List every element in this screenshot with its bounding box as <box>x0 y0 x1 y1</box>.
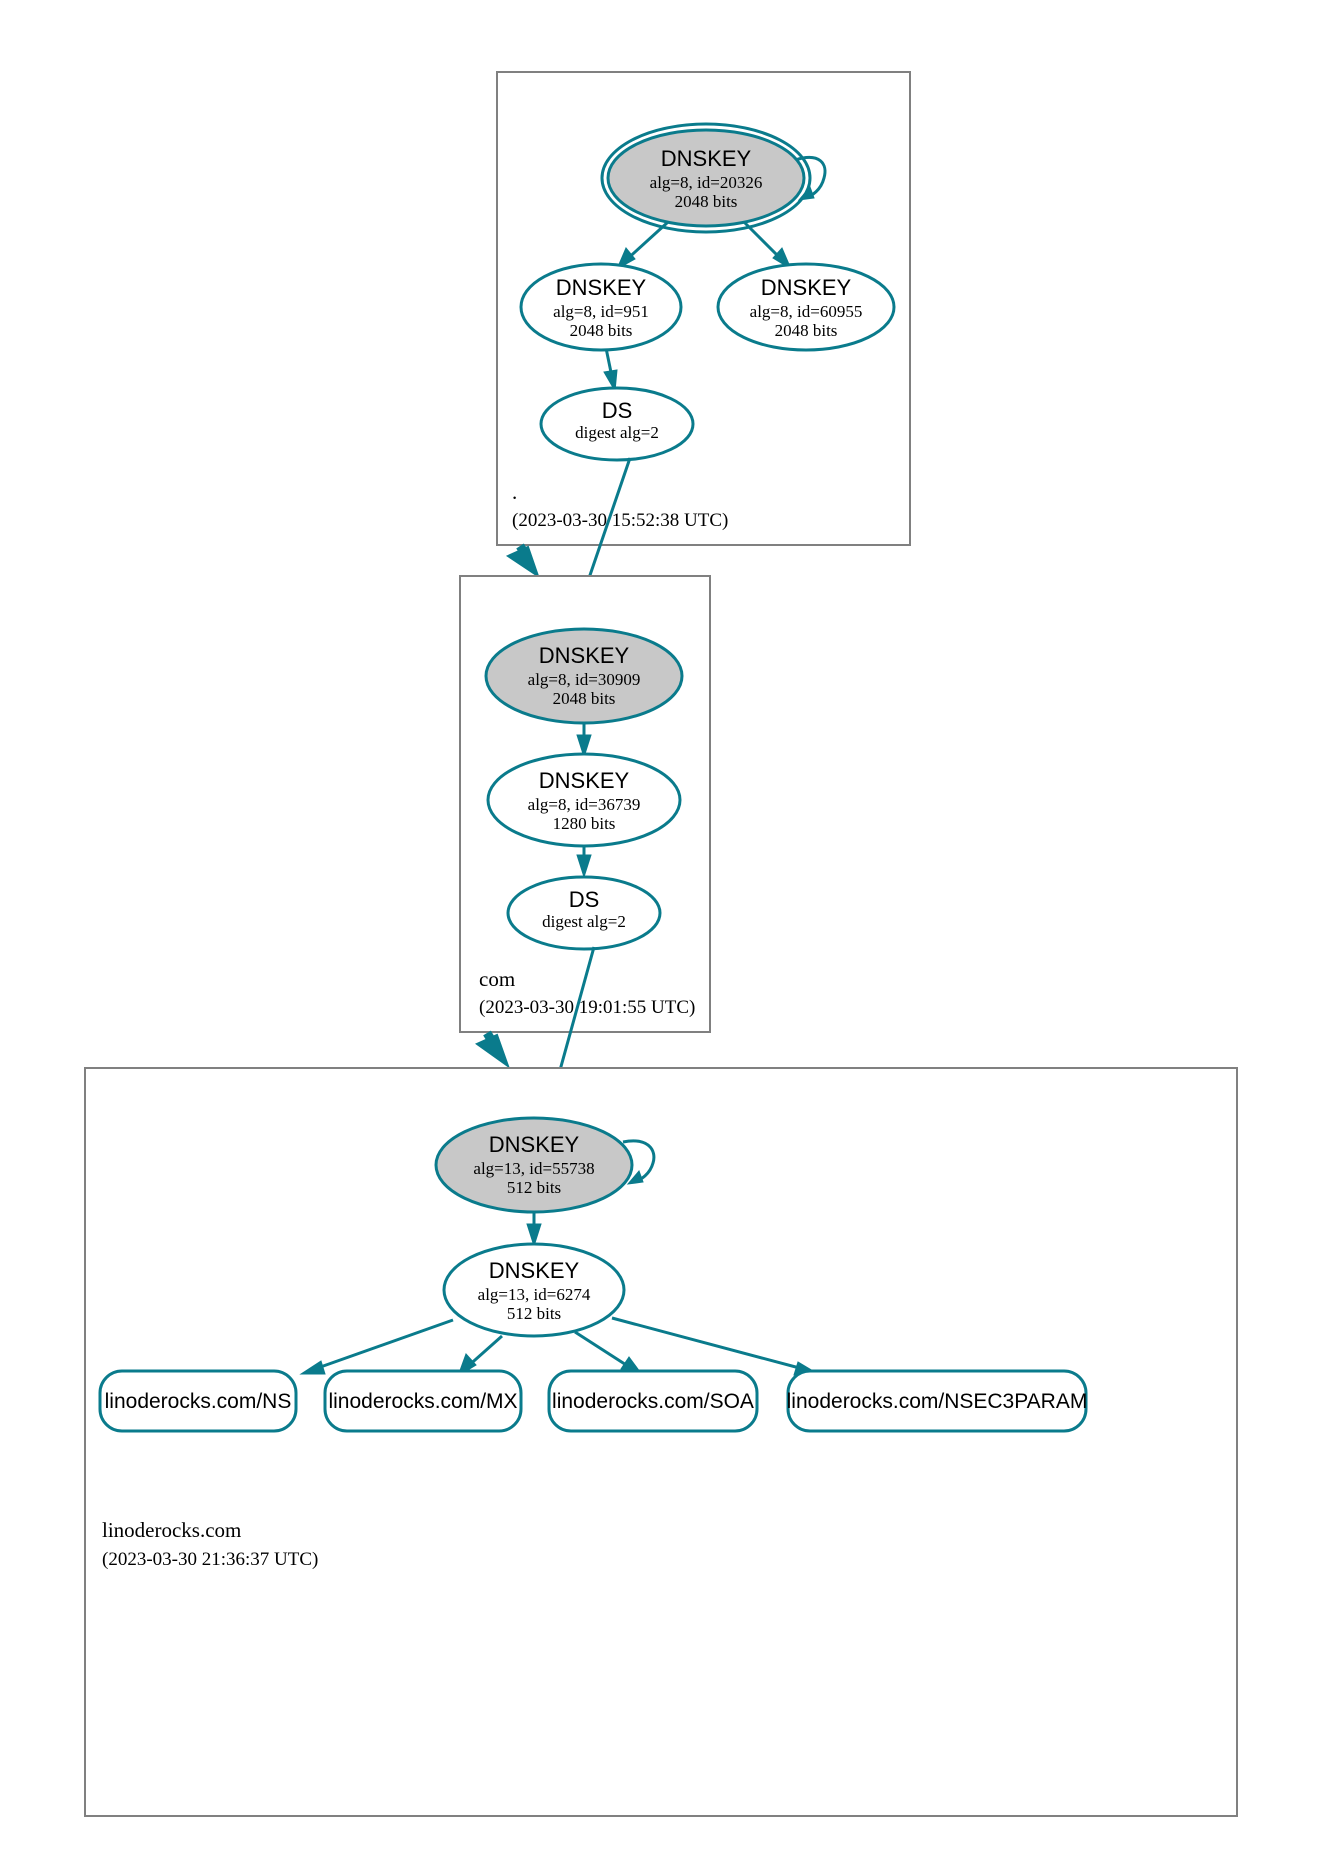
rrset-label: linoderocks.com/MX <box>328 1390 517 1413</box>
rrset-node-mx[interactable]: linoderocks.com/MX <box>323 1369 523 1433</box>
node-title: DNSKEY <box>661 146 752 171</box>
node-subtitle-1: alg=8, id=20326 <box>650 173 763 192</box>
rrset-node-nsec3param[interactable]: linoderocks.com/NSEC3PARAM <box>786 1369 1088 1433</box>
node-dnskey-root-zsk-60955[interactable]: DNSKEY alg=8, id=60955 2048 bits <box>716 262 896 352</box>
node-title: DNSKEY <box>556 275 647 300</box>
edge-com-ksk-to-zsk <box>576 723 592 759</box>
edge-com-zsk-to-ds <box>576 846 592 879</box>
node-subtitle-2: 512 bits <box>507 1304 561 1323</box>
zone-timestamp-linoderocks: (2023-03-30 21:36:37 UTC) <box>102 1549 318 1570</box>
edge-zone-delegation-com-to-linoderocks <box>474 1030 510 1069</box>
rrset-node-soa[interactable]: linoderocks.com/SOA <box>547 1369 759 1433</box>
node-dnskey-root-ksk-20326[interactable]: DNSKEY alg=8, id=20326 2048 bits <box>600 122 812 234</box>
zone-label-com: com <box>479 967 515 991</box>
zone-label-root: . <box>512 480 517 504</box>
zone-timestamp-com: (2023-03-30 19:01:55 UTC) <box>479 997 695 1018</box>
node-title: DNSKEY <box>489 1132 580 1157</box>
node-dnskey-linoderocks-zsk-6274[interactable]: DNSKEY alg=13, id=6274 512 bits <box>442 1242 626 1338</box>
node-subtitle-1: digest alg=2 <box>575 423 659 442</box>
rrset-label: linoderocks.com/NSEC3PARAM <box>787 1390 1088 1413</box>
node-title: DS <box>569 887 600 912</box>
rrset-node-ns[interactable]: linoderocks.com/NS <box>98 1369 298 1433</box>
edge-root-zsk951-to-ds <box>603 347 618 393</box>
zone-timestamp-root: (2023-03-30 15:52:38 UTC) <box>512 510 728 531</box>
node-subtitle-1: digest alg=2 <box>542 912 626 931</box>
node-ds-com[interactable]: DS digest alg=2 <box>506 875 662 951</box>
zone-box-linoderocks <box>84 1067 1238 1817</box>
node-subtitle-2: 2048 bits <box>675 192 738 211</box>
edge-zone-delegation-root-to-com <box>505 543 540 579</box>
node-title: DNSKEY <box>489 1258 580 1283</box>
node-subtitle-2: 2048 bits <box>570 321 633 340</box>
node-ds-root[interactable]: DS digest alg=2 <box>539 386 695 462</box>
node-title: DNSKEY <box>539 643 630 668</box>
node-title: DS <box>602 398 633 423</box>
edge-lr-ksk-self-signature <box>622 1139 656 1185</box>
node-subtitle-1: alg=13, id=6274 <box>478 1285 591 1304</box>
zone-label-linoderocks: linoderocks.com <box>102 1518 241 1542</box>
node-dnskey-linoderocks-ksk-55738[interactable]: DNSKEY alg=13, id=55738 512 bits <box>434 1116 634 1214</box>
node-subtitle-1: alg=8, id=36739 <box>528 795 641 814</box>
node-title: DNSKEY <box>761 275 852 300</box>
edge-root-ksk-to-zsk951 <box>615 220 670 271</box>
node-title: DNSKEY <box>539 768 630 793</box>
node-subtitle-1: alg=13, id=55738 <box>473 1159 594 1178</box>
rrset-label: linoderocks.com/NS <box>105 1390 292 1413</box>
node-dnskey-root-zsk-951[interactable]: DNSKEY alg=8, id=951 2048 bits <box>519 262 683 352</box>
node-dnskey-com-zsk-36739[interactable]: DNSKEY alg=8, id=36739 1280 bits <box>486 752 682 848</box>
node-subtitle-2: 512 bits <box>507 1178 561 1197</box>
node-subtitle-2: 1280 bits <box>553 814 616 833</box>
node-subtitle-2: 2048 bits <box>775 321 838 340</box>
edge-lr-ksk-to-zsk <box>526 1212 542 1248</box>
edge-lr-zsk-to-rrset-ns <box>299 1318 454 1375</box>
node-subtitle-1: alg=8, id=60955 <box>750 302 863 321</box>
node-dnskey-com-ksk-30909[interactable]: DNSKEY alg=8, id=30909 2048 bits <box>484 627 684 725</box>
node-subtitle-2: 2048 bits <box>553 689 616 708</box>
rrset-label: linoderocks.com/SOA <box>552 1390 754 1413</box>
node-subtitle-1: alg=8, id=951 <box>553 302 649 321</box>
node-subtitle-1: alg=8, id=30909 <box>528 670 641 689</box>
